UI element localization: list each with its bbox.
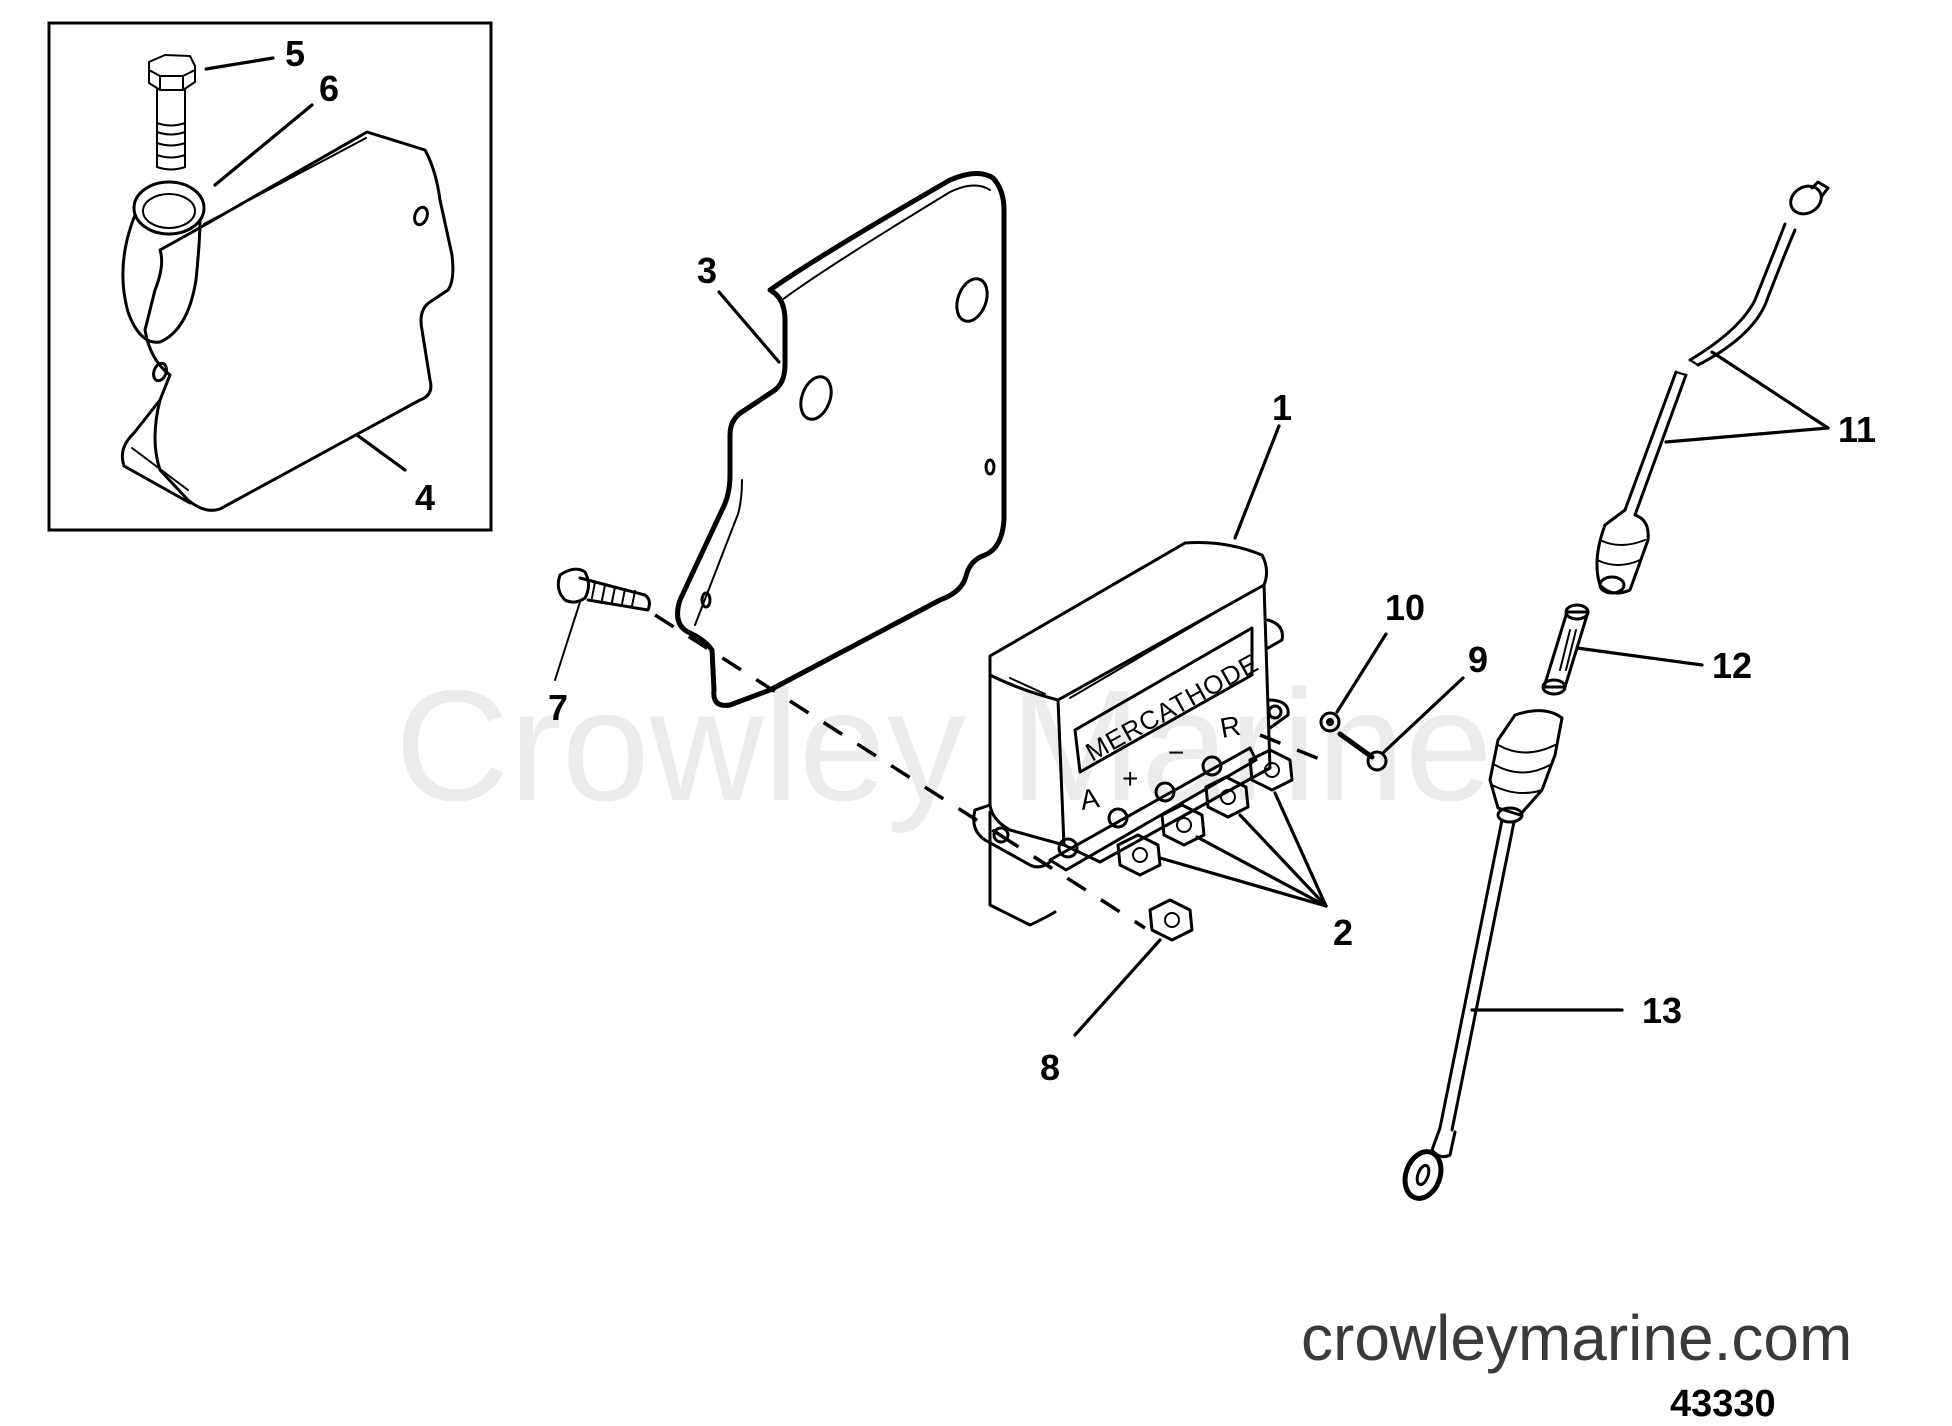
fuse-holder-lead-icon — [1402, 709, 1564, 1201]
callout-13: 13 — [1642, 990, 1682, 1031]
website-url[interactable]: crowleymarine.com — [1301, 1302, 1852, 1374]
callout-11: 11 — [1838, 409, 1876, 450]
callout-10: 10 — [1385, 587, 1425, 628]
callout-2: 2 — [1333, 912, 1353, 953]
mounting-screw-icon — [556, 567, 651, 612]
small-screw-icon — [1337, 731, 1388, 772]
callout-6: 6 — [319, 68, 339, 109]
callout-1: 1 — [1272, 387, 1292, 428]
callout-4: 4 — [415, 477, 435, 518]
cover-bracket-icon — [120, 130, 455, 512]
inset-box: 5 6 4 — [47, 21, 493, 532]
mounting-plate-icon — [675, 171, 1007, 708]
callout-3: 3 — [697, 250, 717, 291]
terminal-minus: − — [1168, 737, 1184, 768]
grommet-icon — [121, 180, 206, 344]
figure-number: 43330 — [1670, 1383, 1776, 1421]
hex-bolt-icon — [148, 54, 196, 171]
callout-5: 5 — [285, 33, 305, 74]
lead-wire-icon — [1595, 180, 1830, 595]
watermark-text: Crowley Marine — [395, 658, 1493, 834]
nut-icon — [1148, 898, 1194, 942]
callout-8: 8 — [1040, 1047, 1060, 1088]
small-nut-icon — [1319, 711, 1341, 733]
terminal-nuts-icon — [1116, 748, 1294, 877]
callout-9: 9 — [1468, 639, 1488, 680]
callout-7: 7 — [548, 687, 568, 728]
terminal-plus: + — [1122, 763, 1138, 794]
fuse-icon — [1541, 603, 1590, 696]
callout-12: 12 — [1712, 645, 1752, 686]
